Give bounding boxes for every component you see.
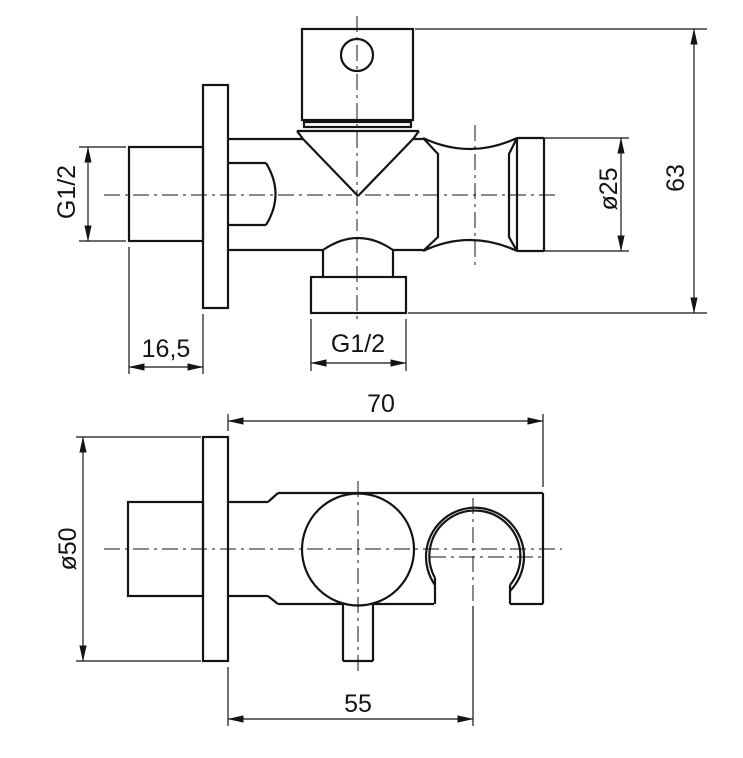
wall-flange <box>201 435 230 663</box>
handle-collar <box>302 120 413 129</box>
dimension-holder-offset: 55 <box>227 606 474 726</box>
holder-ring-inner <box>428 509 522 586</box>
knob-stem <box>341 604 375 663</box>
outlet-stub <box>321 237 395 277</box>
dimension-label: 63 <box>662 164 690 192</box>
dimension-label: 16,5 <box>142 335 191 363</box>
valve-knob <box>300 492 416 607</box>
inlet-pipe <box>127 145 205 243</box>
extension-lines <box>79 146 126 242</box>
holder-ring-outer <box>424 506 526 592</box>
extension-lines <box>544 137 629 252</box>
dimension-flange-diameter: ø50 <box>54 436 201 662</box>
extension-lines <box>227 414 544 487</box>
side-view: G1/2 16,5 G1/2 ø25 63 <box>53 16 707 374</box>
spool-knob <box>422 137 519 252</box>
dimension-body-diameter: ø25 <box>544 137 629 252</box>
handle-screw-hole <box>339 37 375 73</box>
dimension-overall-width: 70 <box>227 390 544 487</box>
body <box>278 491 545 606</box>
extension-lines <box>76 436 201 662</box>
cartridge-plug <box>228 161 277 227</box>
wall-flange <box>201 83 230 310</box>
end-cap <box>517 136 546 253</box>
dimension-label: G1/2 <box>53 165 81 219</box>
dimension-label: ø25 <box>595 167 623 210</box>
dimension-outlet-thread: G1/2 <box>310 319 407 371</box>
neck <box>228 492 279 605</box>
dimension-label: 55 <box>344 690 372 718</box>
dimension-label: G1/2 <box>331 330 385 358</box>
outlet-nut <box>309 275 408 315</box>
holder-ring-feet <box>433 578 512 604</box>
dimension-inlet-thread: G1/2 <box>53 146 126 242</box>
extension-lines <box>408 28 707 314</box>
front-view: ø50 70 55 <box>54 390 562 726</box>
handle-block <box>300 27 415 122</box>
front-view-outline <box>126 435 545 663</box>
dimension-label: ø50 <box>54 527 82 570</box>
side-view-outline <box>127 27 546 315</box>
dimension-overall-height: 63 <box>408 28 707 314</box>
valve-cone <box>296 129 420 197</box>
dimension-label: 70 <box>367 390 395 418</box>
dimension-flange-depth: 16,5 <box>128 247 204 374</box>
